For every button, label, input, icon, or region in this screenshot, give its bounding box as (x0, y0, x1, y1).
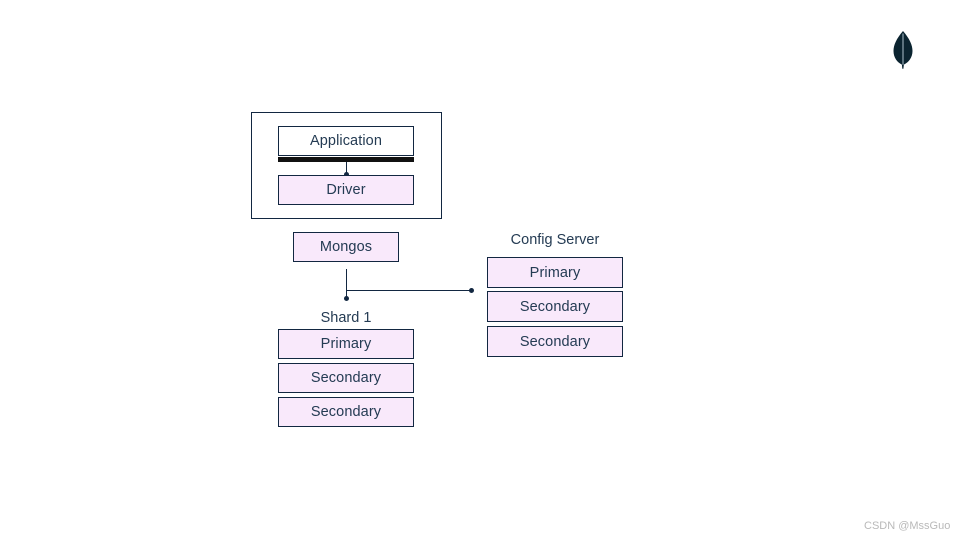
shard-member-secondary-1[interactable]: Secondary (278, 363, 414, 393)
config-server-caption: Config Server (510, 232, 600, 248)
shard-member-label: Secondary (310, 370, 382, 386)
config-server-member-primary[interactable]: Primary (487, 257, 623, 288)
client-group-box (251, 112, 442, 219)
config-server-member-secondary-1[interactable]: Secondary (487, 291, 623, 322)
shard-member-secondary-2[interactable]: Secondary (278, 397, 414, 427)
mongos-label: Mongos (319, 239, 373, 255)
shard-member-label: Secondary (310, 404, 382, 420)
driver-label: Driver (326, 182, 366, 198)
connector-application-to-driver (345, 162, 347, 175)
config-server-member-secondary-2[interactable]: Secondary (487, 326, 623, 357)
config-server-member-label: Primary (529, 264, 581, 281)
application-label: Application (309, 133, 383, 149)
shard-caption: Shard 1 (320, 310, 372, 326)
connector-mongos-to-shard-endpoint (343, 296, 349, 301)
config-server-member-label: Secondary (519, 298, 591, 315)
connector-application-to-driver-endpoint (343, 172, 349, 177)
config-server-member-label: Secondary (519, 333, 591, 350)
shard-member-primary[interactable]: Primary (278, 329, 414, 359)
connector-mongos-to-config-endpoint (469, 288, 474, 293)
application-node[interactable]: Application (278, 126, 414, 156)
mongodb-leaf-logo (890, 30, 916, 70)
leaf-icon (893, 31, 913, 69)
mongos-node[interactable]: Mongos (293, 232, 399, 262)
connector-mongos-vertical (345, 269, 347, 299)
watermark: CSDN @MssGuo (864, 520, 951, 532)
shard-member-label: Primary (320, 336, 372, 352)
application-accent-bar (278, 157, 414, 162)
connector-mongos-to-config (346, 290, 472, 291)
driver-node[interactable]: Driver (278, 175, 414, 205)
